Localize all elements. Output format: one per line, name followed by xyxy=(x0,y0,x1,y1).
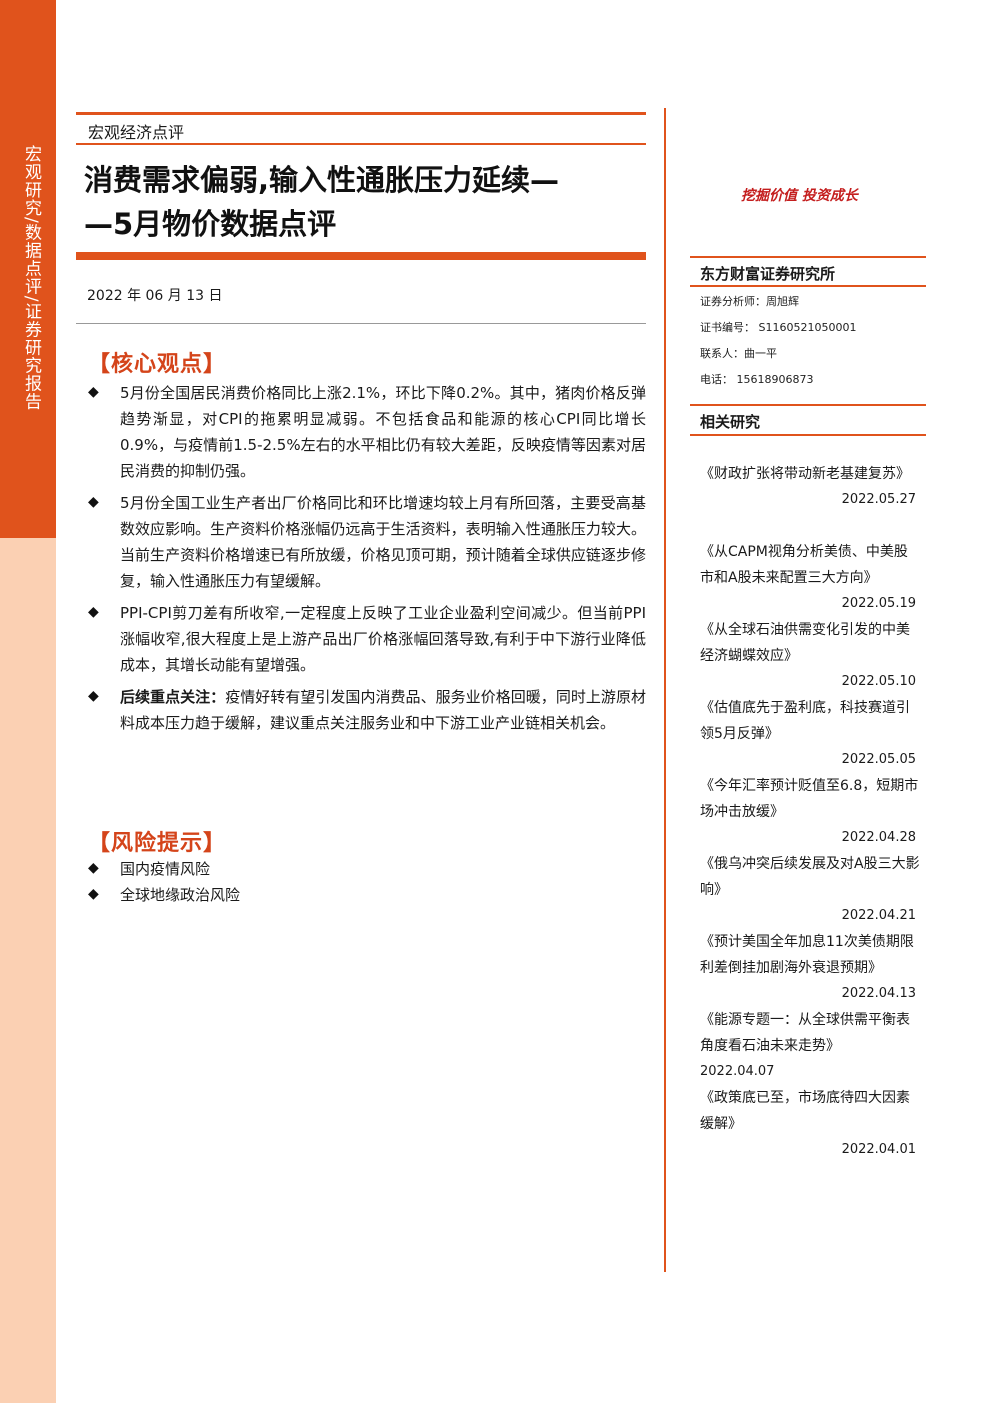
title-line-2: —5月物价数据点评 xyxy=(84,207,337,241)
related-item-title[interactable]: 《财政扩张将带动新老基建复苏》 xyxy=(700,466,910,482)
report-date: 2022 年 06 月 13 日 xyxy=(87,288,223,304)
type-rule xyxy=(76,143,646,145)
bullet-text: 5月份全国工业生产者出厂价格同比和环比增速均较上月有所回落，主要受高基数效应影响… xyxy=(120,494,646,590)
related-item-date: 2022.04.13 xyxy=(841,986,916,1001)
diamond-icon: ◆ xyxy=(88,688,99,704)
risk-bullets: ◆ 国内疫情风险 ◆ 全球地缘政治风险 xyxy=(86,856,646,908)
diamond-icon: ◆ xyxy=(88,860,99,876)
related-item-title[interactable]: 《预计美国全年加息11次美债期限利差倒挂加剧海外衰退预期》 xyxy=(700,934,914,976)
top-rule xyxy=(76,112,646,115)
side-band-light xyxy=(0,538,56,1403)
related-item-title[interactable]: 《今年汇率预计贬值至6.8，短期市场冲击放缓》 xyxy=(700,778,919,820)
diamond-icon: ◆ xyxy=(88,384,99,400)
diamond-icon: ◆ xyxy=(88,886,99,902)
sidebar-divider xyxy=(664,108,666,1272)
related-item-title[interactable]: 《能源专题一：从全球供需平衡表角度看石油未来走势》 xyxy=(700,1012,910,1054)
related-item[interactable]: 《俄乌冲突后续发展及对A股三大影响》 2022.04.21 xyxy=(700,851,920,929)
core-bullet: ◆ PPI-CPI剪刀差有所收窄,一定程度上反映了工业企业盈利空间减少。但当前P… xyxy=(86,600,646,678)
diamond-icon: ◆ xyxy=(88,604,99,620)
report-type: 宏观经济点评 xyxy=(88,123,185,142)
related-item-title[interactable]: 《从CAPM视角分析美债、中美股市和A股未来配置三大方向》 xyxy=(700,544,908,586)
inst-bottom-rule xyxy=(690,285,926,287)
related-item-date: 2022.04.07 xyxy=(700,1064,775,1079)
related-item[interactable]: 《能源专题一：从全球供需平衡表角度看石油未来走势》 2022.04.07 xyxy=(700,1007,920,1085)
date-rule xyxy=(76,323,646,324)
related-item-title[interactable]: 《估值底先于盈利底，科技赛道引领5月反弹》 xyxy=(700,700,910,742)
diamond-icon: ◆ xyxy=(88,494,99,510)
related-bottom-rule xyxy=(690,434,926,436)
related-item-title[interactable]: 《从全球石油供需变化引发的中美经济蝴蝶效应》 xyxy=(700,622,910,664)
page-title: 消费需求偏弱,输入性通胀压力延续— —5月物价数据点评 xyxy=(84,158,654,246)
risk-heading: 【风险提示】 xyxy=(88,831,227,856)
core-bullet: ◆ 后续重点关注：疫情好转有望引发国内消费品、服务业价格回暖，同时上游原材料成本… xyxy=(86,684,646,736)
related-heading: 相关研究 xyxy=(700,413,761,431)
related-item-date: 2022.05.19 xyxy=(841,596,916,611)
core-bullets: ◆ 5月份全国居民消费价格同比上涨2.1%，环比下降0.2%。其中，猪肉价格反弹… xyxy=(86,380,646,736)
related-item-date: 2022.05.27 xyxy=(841,492,916,507)
inst-top-rule xyxy=(690,256,926,258)
risk-bullet: ◆ 国内疫情风险 xyxy=(86,856,646,882)
side-label: 宏观研究/数据点评/证券研究报告 xyxy=(21,145,41,411)
related-item-date: 2022.04.01 xyxy=(841,1142,916,1157)
bullet-text: PPI-CPI剪刀差有所收窄,一定程度上反映了工业企业盈利空间减少。但当前PPI… xyxy=(120,604,646,674)
related-item-date: 2022.04.28 xyxy=(841,830,916,845)
related-item-title[interactable]: 《政策底已至，市场底待四大因素缓解》 xyxy=(700,1090,910,1132)
related-item[interactable]: 《从CAPM视角分析美债、中美股市和A股未来配置三大方向》 2022.05.19 xyxy=(700,539,920,617)
bullet-text: 国内疫情风险 xyxy=(120,860,211,878)
institution-name: 东方财富证券研究所 xyxy=(700,265,836,283)
side-band xyxy=(0,0,56,538)
bullet-bold: 后续重点关注： xyxy=(120,688,226,706)
core-bullet: ◆ 5月份全国居民消费价格同比上涨2.1%，环比下降0.2%。其中，猪肉价格反弹… xyxy=(86,380,646,484)
related-item-date: 2022.05.10 xyxy=(841,674,916,689)
related-top-rule xyxy=(690,404,926,406)
risk-bullet: ◆ 全球地缘政治风险 xyxy=(86,882,646,908)
analyst: 证券分析师：周旭辉 xyxy=(700,295,799,308)
related-item-title[interactable]: 《俄乌冲突后续发展及对A股三大影响》 xyxy=(700,856,920,898)
related-item[interactable]: 《今年汇率预计贬值至6.8，短期市场冲击放缓》 2022.04.28 xyxy=(700,773,920,851)
core-bullet: ◆ 5月份全国工业生产者出厂价格同比和环比增速均较上月有所回落，主要受高基数效应… xyxy=(86,490,646,594)
related-item[interactable]: 《估值底先于盈利底，科技赛道引领5月反弹》 2022.05.05 xyxy=(700,695,920,773)
related-item[interactable]: 《从全球石油供需变化引发的中美经济蝴蝶效应》 2022.05.10 xyxy=(700,617,920,695)
contact: 联系人：曲一平 xyxy=(700,347,777,360)
title-rule xyxy=(76,252,646,260)
core-heading: 【核心观点】 xyxy=(88,352,227,377)
related-item-date: 2022.05.05 xyxy=(841,752,916,767)
cert-number: 证书编号： S1160521050001 xyxy=(700,321,857,334)
related-item[interactable]: 《财政扩张将带动新老基建复苏》 2022.05.27 xyxy=(700,461,920,513)
title-line-1: 消费需求偏弱,输入性通胀压力延续— xyxy=(84,163,560,197)
related-item[interactable]: 《预计美国全年加息11次美债期限利差倒挂加剧海外衰退预期》 2022.04.13 xyxy=(700,929,920,1007)
related-item-date: 2022.04.21 xyxy=(841,908,916,923)
slogan: 挖掘价值 投资成长 xyxy=(741,188,858,204)
phone: 电话： 15618906873 xyxy=(700,373,814,386)
related-item[interactable]: 《政策底已至，市场底待四大因素缓解》 2022.04.01 xyxy=(700,1085,920,1163)
bullet-text: 5月份全国居民消费价格同比上涨2.1%，环比下降0.2%。其中，猪肉价格反弹趋势… xyxy=(120,384,646,480)
bullet-text: 疫情好转有望引发国内消费品、服务业价格回暖，同时上游原材料成本压力趋于缓解，建议… xyxy=(120,688,646,732)
bullet-text: 全球地缘政治风险 xyxy=(120,886,241,904)
